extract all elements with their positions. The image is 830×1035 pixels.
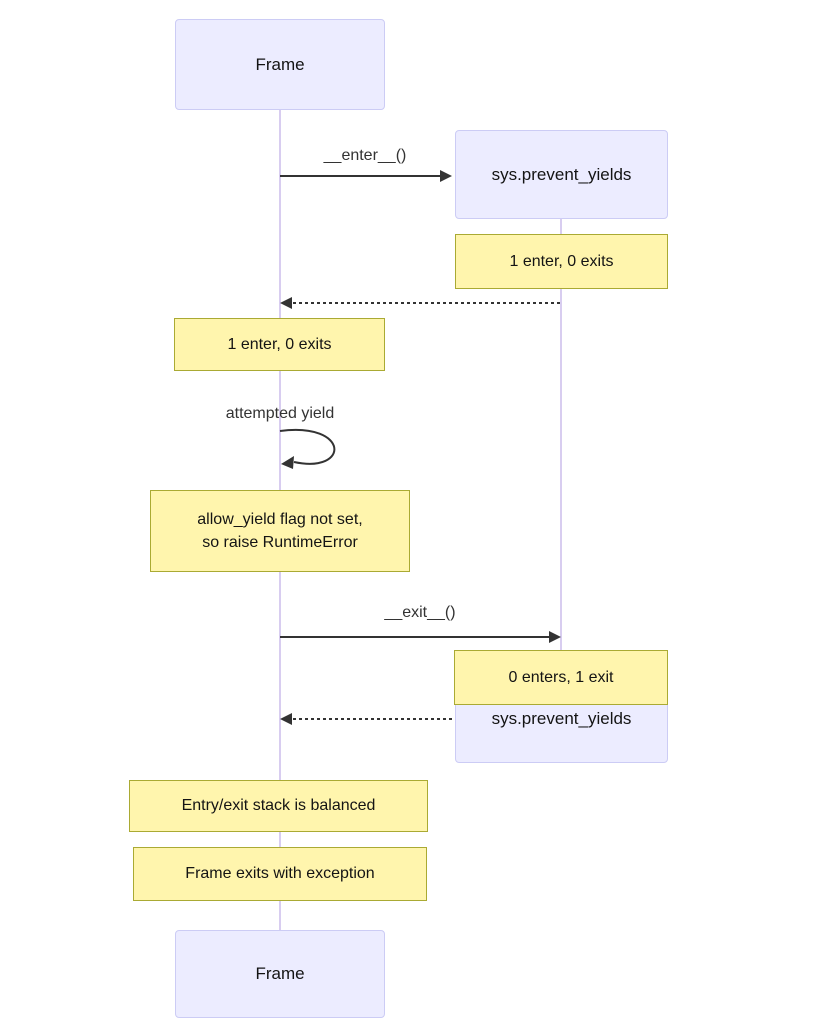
message-label-enter: __enter__() [323, 147, 407, 164]
exit-arrow [280, 631, 561, 643]
actor-frame-top: Frame [175, 19, 385, 110]
note-frame-after-enter: 1 enter, 0 exits [174, 318, 385, 371]
note-sys-after-exit: 0 enters, 1 exit [454, 650, 668, 705]
message-label-attempted-yield: attempted yield [225, 405, 335, 422]
lifeline-sys [560, 219, 562, 674]
message-label-exit: __exit__() [384, 604, 456, 621]
note-stack-balanced: Entry/exit stack is balanced [129, 780, 428, 832]
actor-frame-bottom: Frame [175, 930, 385, 1018]
note-sys-after-enter: 1 enter, 0 exits [455, 234, 668, 289]
note-yield-error: allow_yield flag not set, so raise Runti… [150, 490, 410, 572]
self-loop-arrow [279, 428, 336, 469]
actor-sys-top: sys.prevent_yields [455, 130, 668, 219]
note-frame-exception: Frame exits with exception [133, 847, 427, 901]
enter-arrow [280, 170, 452, 182]
return-arrow-after-enter [280, 297, 560, 309]
